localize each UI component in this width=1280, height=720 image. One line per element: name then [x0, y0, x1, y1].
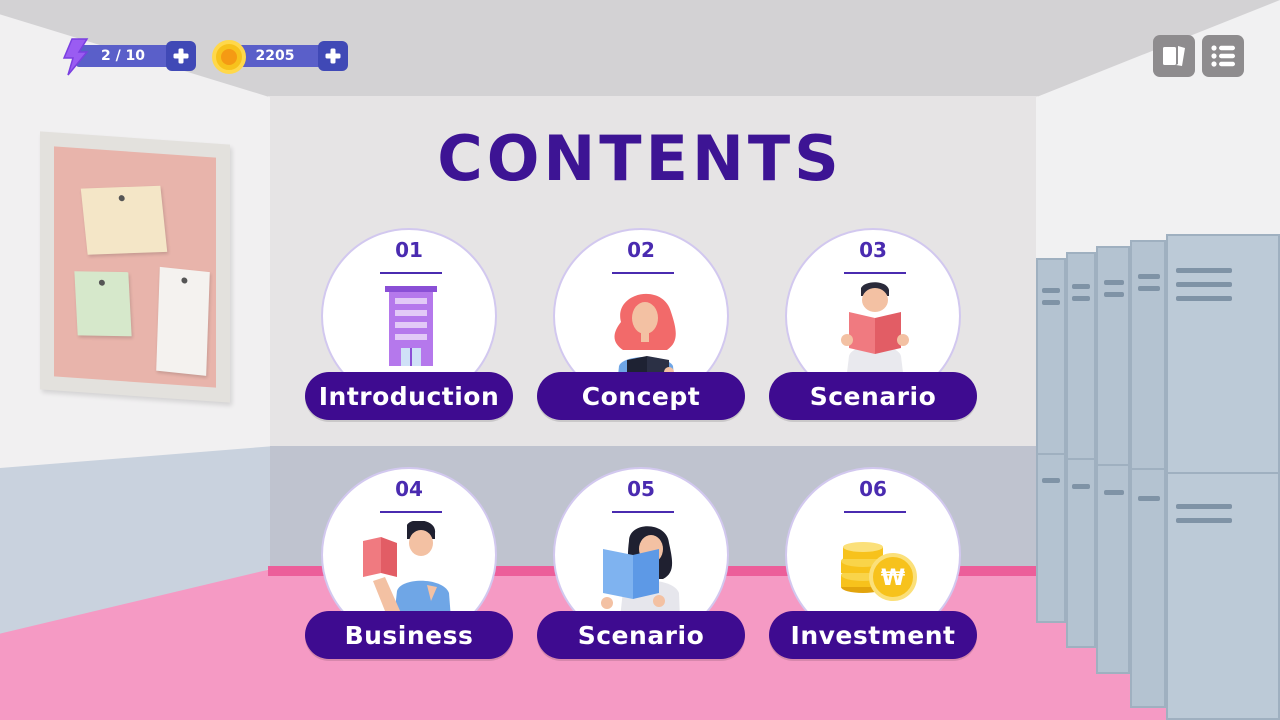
- content-item-business[interactable]: 04 Business: [305, 467, 513, 667]
- man-holding-book-icon: [363, 521, 453, 641]
- item-label: Scenario: [769, 372, 977, 420]
- svg-text:₩: ₩: [881, 566, 905, 591]
- item-label: Introduction: [305, 372, 513, 420]
- coin-value: 2205: [228, 45, 338, 67]
- item-label: Concept: [537, 372, 745, 420]
- content-item-introduction[interactable]: 01 Introduction: [305, 228, 513, 428]
- item-label: Business: [305, 611, 513, 659]
- cards-icon: [1163, 46, 1185, 66]
- energy-value: 2 / 10: [76, 45, 186, 67]
- list-menu-icon: [1211, 45, 1235, 67]
- sticky-note: [156, 266, 210, 376]
- content-item-investment[interactable]: 06 ₩ Investment: [769, 467, 977, 667]
- sticky-note: [74, 271, 132, 337]
- energy-counter: 2 / 10: [60, 38, 200, 76]
- gold-coin-icon: [212, 40, 246, 74]
- item-number: 06: [859, 477, 887, 501]
- plus-icon: [173, 48, 189, 64]
- number-underline: [380, 511, 442, 513]
- content-item-scenario-2[interactable]: 05 Scenario: [537, 467, 745, 667]
- add-energy-button[interactable]: [166, 41, 196, 71]
- lightning-bolt-icon: [62, 38, 89, 76]
- item-number: 02: [627, 238, 655, 262]
- item-number: 04: [395, 477, 423, 501]
- content-item-scenario-1[interactable]: 03 Scenario: [769, 228, 977, 428]
- number-underline: [380, 272, 442, 274]
- content-item-concept[interactable]: 02 Concept: [537, 228, 745, 428]
- number-underline: [612, 272, 674, 274]
- number-underline: [612, 511, 674, 513]
- add-coins-button[interactable]: [318, 41, 348, 71]
- number-underline: [844, 272, 906, 274]
- number-underline: [844, 511, 906, 513]
- plus-icon: [325, 48, 341, 64]
- item-number: 01: [395, 238, 423, 262]
- building-icon: [385, 286, 437, 366]
- coin-counter: 2205: [212, 38, 352, 74]
- sticky-note: [80, 185, 168, 255]
- item-number: 05: [627, 477, 655, 501]
- menu-button[interactable]: [1202, 35, 1244, 77]
- won-coins-icon: ₩: [841, 542, 917, 601]
- cards-button[interactable]: [1153, 35, 1195, 77]
- lockers: [1036, 228, 1280, 720]
- item-label: Scenario: [537, 611, 745, 659]
- item-label: Investment: [769, 611, 977, 659]
- item-number: 03: [859, 238, 887, 262]
- page-title: CONTENTS: [437, 122, 843, 195]
